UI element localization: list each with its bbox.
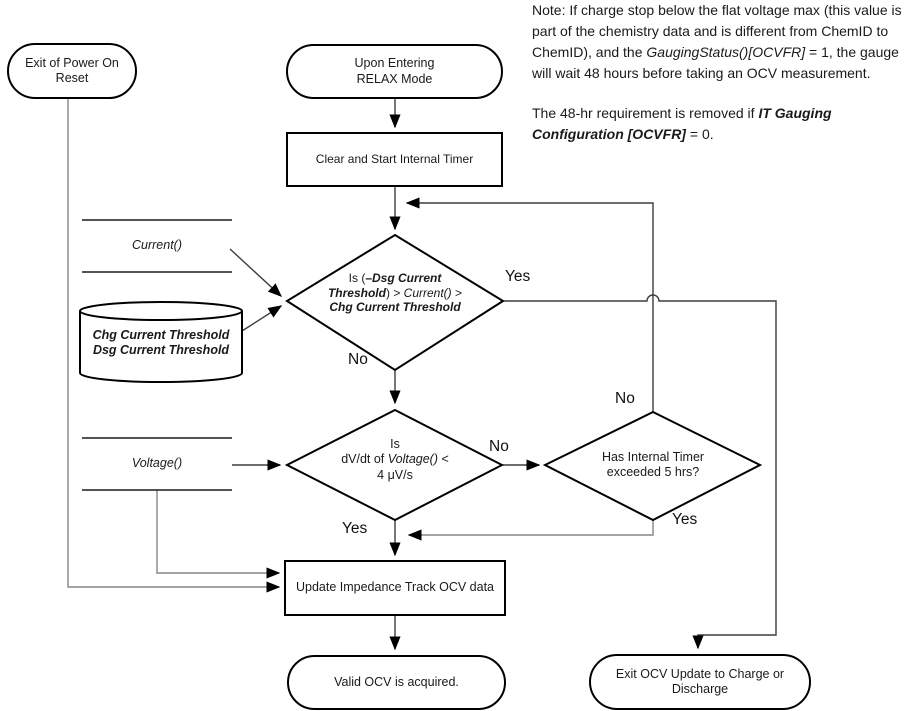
d1-text-chg-threshold: Chg Current Threshold [329, 300, 461, 315]
upon-entering-relax-label: Upon Entering RELAX Mode [354, 56, 435, 86]
note-paragraph-1: Note: If charge stop below the flat volt… [532, 0, 920, 84]
note2-post: = 0. [685, 126, 714, 142]
note1-gauging-status: GaugingStatus()[OCVFR] [646, 44, 806, 60]
exit-ocv-update-label: Exit OCV Update to Charge or Discharge [615, 666, 785, 696]
terminator-valid-ocv [287, 655, 506, 710]
decision-dvdt [284, 408, 505, 522]
process-clear-start-timer [286, 132, 503, 187]
d1-text-mid1: ) > [385, 285, 404, 300]
d1-text-mid2: > [451, 285, 463, 300]
current-register-label: Current() [131, 238, 182, 253]
note1-post: = 1, the gauge will wait 48 hours before… [532, 44, 899, 81]
d2-text-line3: 4 μV/s [377, 467, 413, 482]
note-paragraph-2: The 48-hr requirement is removed if IT G… [532, 103, 920, 145]
arrow-thresholds-to-check [241, 305, 283, 332]
decision-current-threshold [285, 233, 505, 372]
terminator-exit-ocv-update [589, 654, 811, 710]
thresholds-line2: Dsg Current Threshold [92, 343, 230, 358]
d2-text-voltage: Voltage() [387, 452, 439, 467]
datastore-thresholds-top [79, 301, 243, 321]
current-check-yes-label: Yes [505, 268, 531, 285]
note2-pre: The 48-hr requirement is removed if [532, 105, 759, 121]
d2-text-pre: dV/dt of [341, 452, 388, 467]
decision-internal-timer [542, 410, 763, 522]
d2-text-line1: Is [390, 437, 400, 451]
arrow-power-reset-to-update [67, 98, 281, 593]
valid-ocv-label: Valid OCV is acquired. [334, 674, 459, 689]
dvdt-no-label: No [489, 438, 509, 455]
terminator-exit-power-on-reset [7, 43, 137, 99]
arrow-current-to-check [229, 248, 283, 297]
note-block: Note: If charge stop below the flat volt… [532, 0, 920, 145]
current-threshold-decision-label: Is (–Dsg Current Threshold) > Current() … [318, 271, 472, 331]
current-check-no-label: No [348, 351, 368, 368]
internal-timer-decision-label: Has Internal Timer exceeded 5 hrs? [601, 449, 705, 479]
terminator-upon-entering-relax [286, 44, 503, 99]
exit-power-on-reset-label: Exit of Power On Reset [25, 55, 119, 85]
timer-check-yes-label: Yes [672, 511, 698, 528]
d1-text-current: Current() [403, 285, 452, 300]
d1-text-dsg-threshold: –Dsg Current Threshold [327, 271, 442, 300]
timer-check-no-label: No [615, 390, 635, 407]
dvdt-yes-label: Yes [342, 520, 368, 537]
note1-pre: Note: If charge stop below the flat volt… [532, 2, 902, 60]
update-ocv-label: Update Impedance Track OCV data [295, 580, 495, 595]
note2-it-gauging-config: IT Gauging Configuration [OCVFR] [532, 105, 832, 142]
arrow-timer-check-yes-merge [407, 520, 654, 541]
voltage-register-label: Voltage() [131, 456, 183, 471]
d1-text-pre: Is ( [348, 271, 366, 285]
clear-start-timer-label: Clear and Start Internal Timer [315, 152, 474, 167]
arrow-voltage-to-update [156, 490, 281, 579]
arrow-current-check-yes-to-exit [503, 294, 777, 650]
thresholds-line1: Chg Current Threshold [92, 328, 230, 342]
d2-text-post: < [438, 452, 449, 467]
datastore-thresholds-body [79, 311, 243, 383]
process-update-ocv [284, 560, 506, 616]
arrow-timer-check-no-feedback [405, 197, 654, 412]
